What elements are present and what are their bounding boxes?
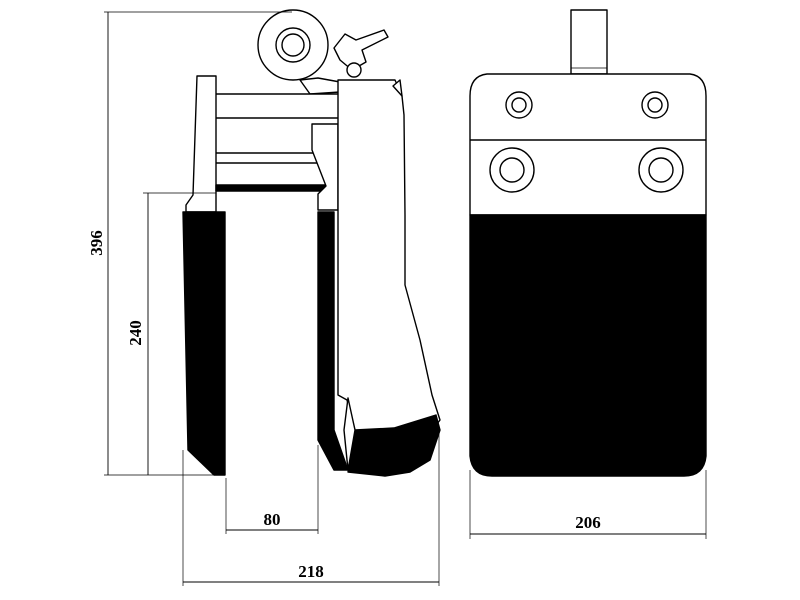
dim-206-label: 206 (575, 513, 601, 532)
center-strip (215, 184, 327, 192)
center-block (311, 123, 339, 211)
front-shaft (570, 9, 608, 75)
front-view (469, 9, 707, 477)
left-blade (182, 211, 226, 476)
left-mount-plate (185, 75, 217, 213)
dimension-240: 240 (126, 192, 216, 475)
front-bolts-upper (505, 91, 669, 119)
dimension-396: 396 (87, 11, 292, 476)
right-main-arm (337, 79, 441, 441)
dim-240-label: 240 (126, 320, 145, 346)
dimension-206: 206 (469, 470, 707, 539)
dim-80-label: 80 (264, 510, 281, 529)
dim-396-label: 396 (87, 230, 106, 256)
side-view (182, 9, 441, 477)
right-shoe (347, 414, 441, 477)
roller-assembly (257, 9, 389, 95)
dimension-218: 218 (182, 432, 440, 586)
dimension-80: 80 (225, 445, 319, 534)
front-blade (469, 214, 707, 477)
front-bolts-lower (489, 147, 684, 193)
front-top-plate (469, 73, 707, 216)
dim-218-label: 218 (298, 562, 324, 581)
